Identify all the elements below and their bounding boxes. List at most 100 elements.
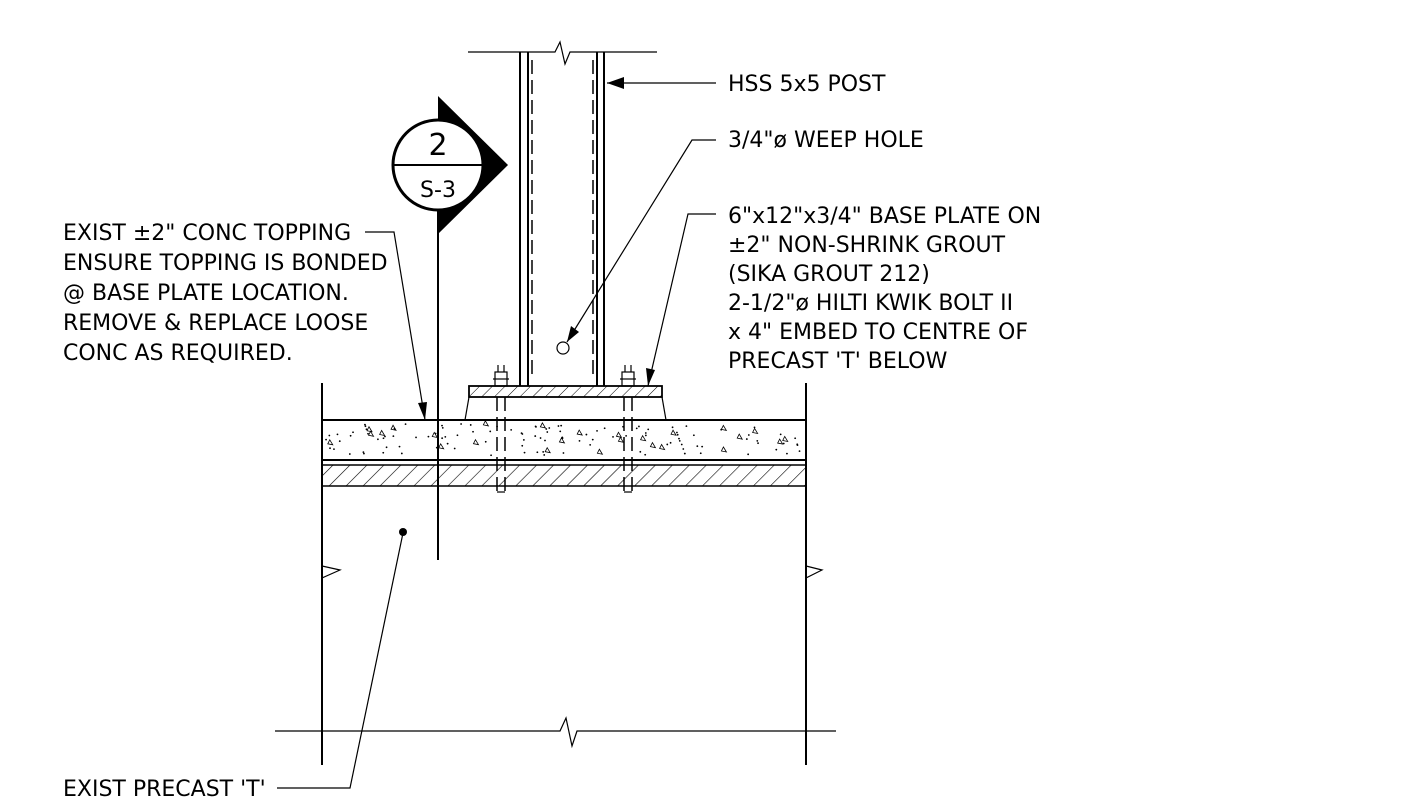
aggregate-dot (638, 425, 640, 428)
aggregate-dot (756, 440, 759, 442)
aggregate-dot (510, 428, 513, 431)
aggregate-dot (522, 439, 525, 441)
aggregate-dot (460, 423, 462, 425)
aggregate-mark (782, 435, 789, 443)
aggregate-dot (352, 431, 354, 434)
aggregate-dot (786, 452, 788, 455)
aggregate-dot (644, 434, 647, 437)
aggregate-dot (745, 438, 748, 440)
aggregate-mark (615, 431, 623, 438)
section-sheet: S-3 (420, 178, 456, 203)
aggregate-mark (558, 437, 566, 444)
aggregate-dot (591, 438, 594, 441)
aggregate-dot (701, 445, 704, 448)
aggregate-mark (576, 429, 583, 436)
aggregate-dot (578, 439, 581, 442)
aggregate-dot (557, 425, 560, 427)
aggregate-dot (644, 453, 647, 456)
aggregate-dot (398, 445, 401, 448)
aggregate-dot (523, 451, 526, 454)
aggregate-dot (364, 423, 366, 426)
note-base-plate-line: 6"x12"x3/4" BASE PLATE ON (728, 204, 1041, 229)
aggregate-dot (404, 423, 407, 425)
aggregate-dot (328, 434, 331, 437)
aggregate-dot (692, 434, 695, 437)
aggregate-dot (680, 443, 683, 446)
aggregate-dot (365, 428, 368, 431)
aggregate-mark (736, 433, 744, 440)
anchor-bolt-right (620, 365, 636, 493)
aggregate-dot (696, 445, 699, 448)
aggregate-dot (546, 431, 549, 433)
aggregate-mark (482, 420, 490, 427)
aggregate-mark (649, 441, 657, 449)
note-topping: EXIST ±2" CONC TOPPING ENSURE TOPPING IS… (63, 221, 388, 366)
note-base-plate-line: ±2" NON-SHRINK GROUT (728, 233, 1006, 258)
aggregate-dot (560, 424, 563, 427)
aggregate-dot (456, 434, 459, 437)
weep-hole (556, 341, 570, 355)
aggregate-dot (489, 430, 492, 433)
aggregate-dot (367, 432, 369, 435)
aggregate-dot (644, 432, 647, 434)
anchor-bolt-left (493, 365, 509, 493)
aggregate-dot (441, 427, 444, 429)
aggregate-dot (647, 428, 650, 431)
aggregate-dot (325, 438, 327, 441)
aggregate-dot (521, 433, 524, 435)
note-precast: EXIST PRECAST 'T' (63, 777, 266, 802)
aggregate-dot (625, 434, 628, 437)
aggregate-dot (671, 426, 674, 429)
aggregate-mark (596, 448, 604, 455)
aggregate-dot (585, 433, 588, 436)
aggregate-dot (589, 443, 592, 446)
aggregate-dot (542, 451, 545, 453)
aggregate-dot (472, 430, 474, 433)
aggregate-dot (392, 435, 395, 437)
aggregate-dot (393, 427, 396, 430)
aggregate-dot (779, 433, 782, 436)
note-base-plate-line: PRECAST 'T' BELOW (728, 349, 948, 374)
aggregate-dot (385, 446, 388, 449)
aggregate-dot (559, 430, 562, 433)
aggregate-dot (363, 452, 365, 455)
leaders (277, 77, 716, 789)
aggregate-dot (747, 434, 750, 436)
aggregate-dot (469, 424, 472, 426)
aggregate-dot (678, 439, 681, 442)
aggregate-dot (444, 435, 447, 438)
aggregate-dot (348, 453, 351, 455)
aggregate-dot (521, 444, 524, 447)
aggregate-dot (539, 437, 542, 439)
aggregate-dot (635, 427, 638, 430)
section-cut-marker: 2 S-3 (391, 96, 508, 560)
aggregate-dot (666, 443, 669, 446)
aggregate-dot (336, 433, 339, 436)
aggregate-mark (438, 442, 445, 450)
precast-flange-band (321, 464, 807, 487)
aggregate-dot (544, 439, 546, 442)
note-weep-hole-text: 3/4"ø WEEP HOLE (728, 128, 924, 153)
aggregate-mark (752, 427, 759, 435)
aggregate-mark (670, 429, 677, 436)
note-weep-hole: 3/4"ø WEEP HOLE (728, 128, 924, 153)
aggregate-dot (683, 452, 686, 455)
aggregate-dot (561, 437, 564, 440)
aggregate-dot (562, 452, 565, 454)
aggregate-dot (676, 433, 679, 436)
aggregate-dot (794, 437, 797, 440)
aggregate-dot (427, 435, 430, 438)
aggregate-dot (720, 428, 723, 431)
aggregate-dot (362, 451, 365, 454)
aggregate-mark (777, 438, 784, 445)
aggregate-dot (484, 440, 487, 443)
aggregate-mark (367, 430, 375, 437)
note-base-plate: 6"x12"x3/4" BASE PLATE ON ±2" NON-SHRINK… (728, 204, 1041, 374)
aggregate-mark (640, 434, 647, 442)
aggregate-dot (446, 442, 449, 445)
aggregate-dot (400, 452, 403, 455)
aggregate-mark (720, 446, 728, 453)
aggregate-mark (431, 431, 439, 439)
note-precast-text: EXIST PRECAST 'T' (63, 777, 266, 802)
